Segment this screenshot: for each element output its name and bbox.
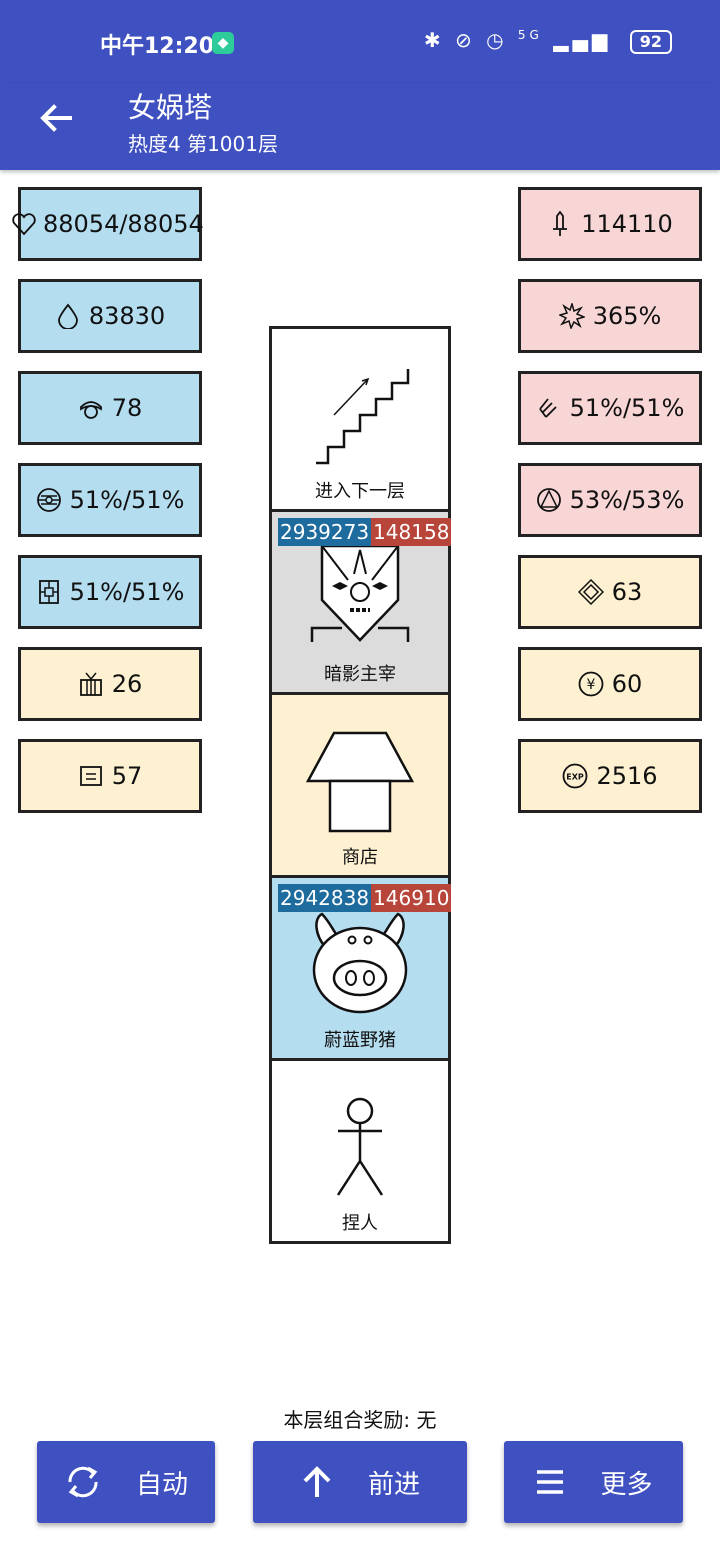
- tower-cell-stairs[interactable]: 进入下一层: [269, 326, 451, 512]
- monster-stats-badge: 2939273 148158: [278, 518, 452, 546]
- stat-exp-value: 2516: [596, 762, 658, 790]
- exp-icon: EXP: [563, 763, 588, 789]
- stat-attack-value: 114110: [581, 210, 673, 238]
- burst-icon: [558, 303, 585, 329]
- stat-scroll: 57: [18, 739, 202, 813]
- tower-cell-shadow-ruler[interactable]: 2939273 148158 暗影主宰: [269, 509, 452, 695]
- tower-cell-label: 商店: [342, 847, 378, 868]
- forward-button-label: 前进: [367, 1469, 420, 1500]
- scroll-icon: [79, 766, 102, 786]
- tower-cell-label: 捏人: [342, 1213, 378, 1234]
- tower-cell-azure-boar[interactable]: 2942838 146910 蔚蓝野猪: [269, 875, 452, 1061]
- security-shield-icon: ◆: [212, 32, 234, 54]
- diamond-icon: [577, 579, 604, 605]
- combo-reward-text: 本层组合奖励: 无: [283, 1408, 437, 1432]
- more-button[interactable]: 更多: [504, 1441, 683, 1523]
- stat-defense-value: 78: [111, 394, 143, 422]
- stat-level-value: 26: [111, 670, 143, 698]
- app-bar: 女娲塔 热度4 第1001层: [0, 84, 720, 170]
- battery-indicator: 92: [629, 30, 672, 54]
- page-title: 女娲塔: [128, 91, 213, 124]
- stat-pierce-value: 51%/51%: [569, 394, 685, 422]
- stat-gem-value: 63: [611, 578, 643, 606]
- alarm-icon: ◷: [486, 28, 508, 52]
- auto-button-label: 自动: [135, 1469, 188, 1500]
- stat-defense: 78: [18, 371, 202, 445]
- heart-icon: [12, 213, 36, 236]
- stat-crit: 365%: [518, 279, 702, 353]
- tower-cell-shop[interactable]: 商店: [269, 692, 451, 878]
- signal-icon: ▂▄▆: [553, 28, 612, 52]
- sword-icon: [553, 211, 568, 236]
- monster-stats-badge: 2942838 146910: [278, 884, 452, 912]
- triangle-circle-icon: [536, 488, 561, 512]
- back-arrow-icon[interactable]: [36, 98, 76, 138]
- disc-icon: [36, 488, 61, 512]
- slash-icon: [538, 398, 557, 418]
- stat-gold: ¥ 60: [518, 647, 702, 721]
- network-label: 5G: [517, 28, 543, 42]
- stat-mana-value: 83830: [88, 302, 166, 330]
- stat-crit-value: 365%: [592, 302, 662, 330]
- stat-level: 26: [18, 647, 202, 721]
- helmet-icon: [79, 401, 102, 419]
- shadow-ruler-icon: [310, 544, 410, 642]
- stairs-icon: [316, 369, 410, 465]
- shop-house-icon: [305, 731, 415, 833]
- stat-attack: 114110: [518, 187, 702, 261]
- arrow-up-icon: [303, 1466, 331, 1497]
- drop-icon: [57, 303, 78, 329]
- forward-button[interactable]: 前进: [253, 1441, 467, 1523]
- auto-button[interactable]: 自动: [37, 1441, 215, 1523]
- stat-gem: 63: [518, 555, 702, 629]
- stat-gold-value: 60: [611, 670, 643, 698]
- tower-cell-player[interactable]: 捏人: [269, 1058, 451, 1244]
- shield-box-icon: [38, 580, 59, 604]
- stat-hp: 88054/88054: [12, 187, 204, 261]
- stat-scroll-value: 57: [111, 762, 143, 790]
- stat-accuracy: 53%/53%: [518, 463, 702, 537]
- stat-mana: 83830: [18, 279, 202, 353]
- stat-resist-value: 51%/51%: [69, 578, 185, 606]
- status-icons: ✱ ⊘ ◷ 5G ▂▄▆ 92: [424, 28, 672, 54]
- refresh-icon: [68, 1466, 98, 1498]
- svg-text:¥: ¥: [586, 677, 595, 693]
- monster-atk: 146910: [371, 884, 452, 912]
- stat-accuracy-value: 53%/53%: [569, 486, 685, 514]
- mute-icon: ⊘: [454, 28, 476, 52]
- status-bar: 中午12:20 ◆ ✱ ⊘ ◷ 5G ▂▄▆ 92: [0, 0, 720, 84]
- stat-exp: EXP 2516: [518, 739, 702, 813]
- menu-icon: [537, 1470, 564, 1494]
- stat-pierce: 51%/51%: [518, 371, 702, 445]
- tower-cell-label: 蔚蓝野猪: [324, 1030, 396, 1051]
- stat-hp-value: 88054/88054: [43, 210, 204, 238]
- tower-cell-label: 暗影主宰: [324, 664, 396, 685]
- stat-block-value: 51%/51%: [69, 486, 185, 514]
- stat-resist: 51%/51%: [18, 555, 202, 629]
- tower-cell-label: 进入下一层: [315, 481, 405, 502]
- more-button-label: 更多: [600, 1469, 653, 1500]
- monster-hp: 2939273: [278, 518, 372, 546]
- status-time: 中午12:20: [100, 34, 215, 59]
- monster-hp: 2942838: [278, 884, 372, 912]
- yen-icon: ¥: [578, 671, 604, 697]
- crown-icon: [79, 672, 102, 696]
- page-subtitle: 热度4 第1001层: [128, 132, 278, 156]
- monster-atk: 148158: [371, 518, 452, 546]
- svg-text:EXP: EXP: [567, 773, 585, 782]
- stat-block: 51%/51%: [18, 463, 202, 537]
- stick-figure-icon: [336, 1097, 384, 1196]
- bluetooth-icon: ✱: [423, 28, 445, 52]
- boar-icon: [312, 912, 408, 1014]
